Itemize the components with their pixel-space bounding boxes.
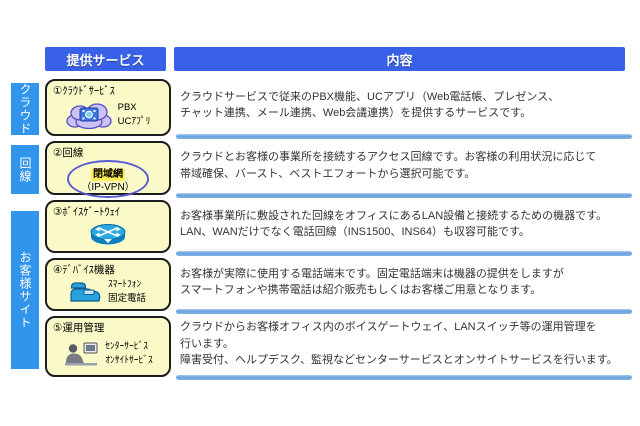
service-title: ③ﾎﾞｲｽｹﾞｰﾄｳｪｲ (53, 206, 121, 218)
category-cell-line: 回線 (10, 140, 40, 199)
service-title: ④ﾃﾞﾊﾞｲｽ機器 (53, 264, 115, 276)
service-box: ③ﾎﾞｲｽｹﾞｰﾄｳｪｲ (45, 200, 171, 253)
service-title: ①ｸﾗｳﾄﾞｻｰﾋﾞｽ (53, 85, 115, 97)
ip-vpn-label: （IP-VPN） (81, 182, 135, 194)
description-cell: クラウドとお客様の事業所を接続するアクセス回線です。お客様の利用状況に応じて 帯… (176, 140, 632, 199)
service-sub-labels: ｽﾏｰﾄﾌｫﾝ 固定電話 (108, 278, 146, 305)
row-divider (176, 375, 632, 380)
service-sub-label: ｵﾝｻｲﾄｻｰﾋﾞｽ (105, 354, 153, 366)
category-label-cloud: クラウド (11, 83, 39, 135)
service-description: クラウドとお客様の事業所を接続するアクセス回線です。お客様の利用状況に応じて 帯… (180, 151, 597, 180)
service-description: お客様事業所に敷設された回線をオフィスにあるLAN設備と接続するための機器です。… (180, 209, 608, 239)
service-box-operation: ⑤運用管理 ｾﾝﾀｰｻｰﾋﾞｽ ｵﾝｻｲﾄｻｰﾋﾞｽ (45, 315, 171, 381)
column-header-services: 提供サービス (45, 47, 166, 71)
description-cell: お客様が実際に使用する電話端末です。固定電話端末は機器の提供をしますが スマート… (176, 257, 632, 315)
service-box-cloud-service: ①ｸﾗｳﾄﾞｻｰﾋﾞｽ (45, 78, 171, 140)
service-box: ⑤運用管理 ｾﾝﾀｰｻｰﾋﾞｽ ｵﾝｻｲﾄｻｰﾋﾞｽ (45, 316, 171, 377)
column-header-content: 内容 (174, 47, 625, 71)
voice-gateway-router-icon (90, 223, 126, 244)
category-label-customer-site: お客様サイト (11, 211, 39, 369)
service-sub-labels: PBX UCｱﾌﾟﾘ (118, 101, 151, 128)
row-divider (176, 251, 632, 256)
service-box-line: ②回線 閉域網 （IP-VPN） (45, 140, 171, 199)
description-cell: クラウドサービスで従来のPBX機能、UCアプリ（Web電話帳、プレゼンス、 チャ… (176, 78, 632, 140)
service-description: お客様が実際に使用する電話端末です。固定電話端末は機器の提供をしますが スマート… (180, 267, 564, 297)
service-sub-label: 固定電話 (107, 292, 146, 304)
row-divider (176, 134, 632, 139)
service-box: ④ﾃﾞﾊﾞｲｽ機器 ｽﾏｰﾄﾌｫﾝ 固定電話 (45, 258, 171, 311)
service-sub-label: UCｱﾌﾟﾘ (117, 115, 151, 127)
service-table-body: クラウド 回線 お客様サイト ①ｸﾗｳﾄﾞｻｰﾋﾞｽ (10, 78, 632, 381)
row-divider (176, 193, 632, 198)
category-label-line: 回線 (11, 145, 39, 194)
service-sub-label: ｾﾝﾀｰｻｰﾋﾞｽ (105, 341, 148, 353)
description-cell: お客様事業所に敷設された回線をオフィスにあるLAN設備と接続するための機器です。… (176, 199, 632, 257)
row-divider (176, 309, 632, 314)
description-cell: クラウドからお客様オフィス内のボイスゲートウェイ、LANスイッチ等の運用管理を … (176, 315, 632, 381)
service-sub-label: PBX (117, 102, 137, 114)
closed-network-ellipse: 閉域網 （IP-VPN） (67, 160, 149, 199)
cloud-pbx-icon (65, 103, 112, 129)
closed-network-label: 閉域網 (91, 169, 125, 181)
service-box: ①ｸﾗｳﾄﾞｻｰﾋﾞｽ (45, 79, 171, 136)
service-sub-label: ｽﾏｰﾄﾌｫﾝ (107, 279, 142, 291)
table-header: 提供サービス 内容 (45, 47, 625, 71)
service-title: ②回線 (53, 147, 84, 159)
category-cell-cloud: クラウド (10, 78, 40, 140)
service-title: ⑤運用管理 (53, 322, 105, 334)
service-box-voice-gateway: ③ﾎﾞｲｽｹﾞｰﾄｳｪｲ (45, 199, 171, 257)
service-box: ②回線 閉域網 （IP-VPN） (45, 141, 171, 199)
service-box-device: ④ﾃﾞﾊﾞｲｽ機器 ｽﾏｰﾄﾌｫﾝ 固定電話 (45, 257, 171, 315)
service-description: クラウドサービスで従来のPBX機能、UCアプリ（Web電話帳、プレゼンス、 チャ… (180, 90, 560, 120)
service-description: クラウドからお客様オフィス内のボイスゲートウェイ、LANスイッチ等の運用管理を … (180, 321, 618, 367)
desk-phone-icon (70, 282, 101, 302)
service-sub-labels: ｾﾝﾀｰｻｰﾋﾞｽ ｵﾝｻｲﾄｻｰﾋﾞｽ (105, 340, 153, 367)
category-cell-customer-site: お客様サイト (10, 199, 40, 381)
operator-icon (65, 342, 98, 365)
